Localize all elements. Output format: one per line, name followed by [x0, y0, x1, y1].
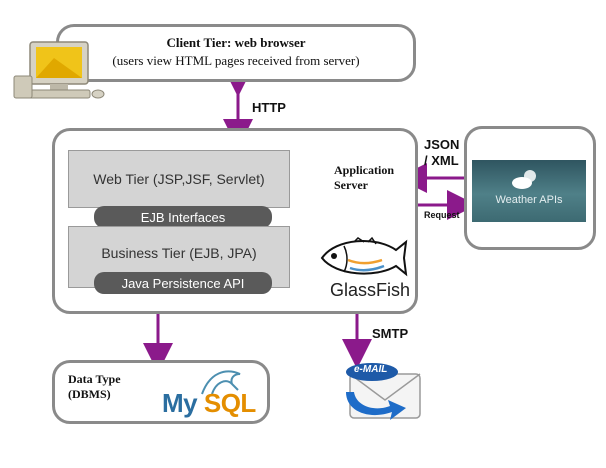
glassfish-fish-icon [320, 236, 408, 277]
http-label: HTTP [252, 100, 286, 115]
weather-api-banner: Weather APIs [472, 160, 586, 222]
client-tier-title: Client Tier: web browser [166, 35, 306, 50]
dbms-label-line1: Data Type [68, 372, 121, 386]
glassfish-logo-text: GlassFish [330, 280, 411, 300]
email-logo-text: e-MAIL [354, 364, 388, 375]
mysql-logo-text: My SQL [162, 388, 256, 419]
computer-icon [13, 41, 105, 99]
request-label: Request [424, 210, 460, 220]
cloud-sun-icon [512, 170, 536, 189]
json-xml-label: JSON / XML [424, 137, 459, 169]
mysql-logo-word: My [162, 388, 198, 418]
application-server-label: Application Server [334, 163, 394, 193]
dbms-label: Data Type (DBMS) [68, 372, 121, 402]
smtp-label: SMTP [372, 326, 409, 341]
web-tier: Web Tier (JSP,JSF, Servlet) [68, 150, 290, 208]
xml-label: / XML [424, 153, 459, 168]
weather-api-label: Weather APIs [495, 194, 563, 206]
dbms-box [52, 360, 270, 424]
email-icon [346, 363, 421, 420]
json-label: JSON [424, 137, 460, 152]
java-persistence-api: Java Persistence API [94, 272, 272, 294]
mysql-logo-sql: SQL [203, 388, 256, 418]
mysql-dolphin-icon [201, 370, 241, 395]
client-tier-subtitle: (users view HTML pages received from ser… [112, 53, 360, 68]
client-tier-box: Client Tier: web browser (users view HTM… [56, 24, 416, 82]
dbms-label-line2: (DBMS) [68, 387, 111, 401]
application-server-label-line1: Application [334, 163, 395, 177]
ejb-interfaces: EJB Interfaces [94, 206, 272, 228]
application-server-label-line2: Server [334, 178, 368, 192]
